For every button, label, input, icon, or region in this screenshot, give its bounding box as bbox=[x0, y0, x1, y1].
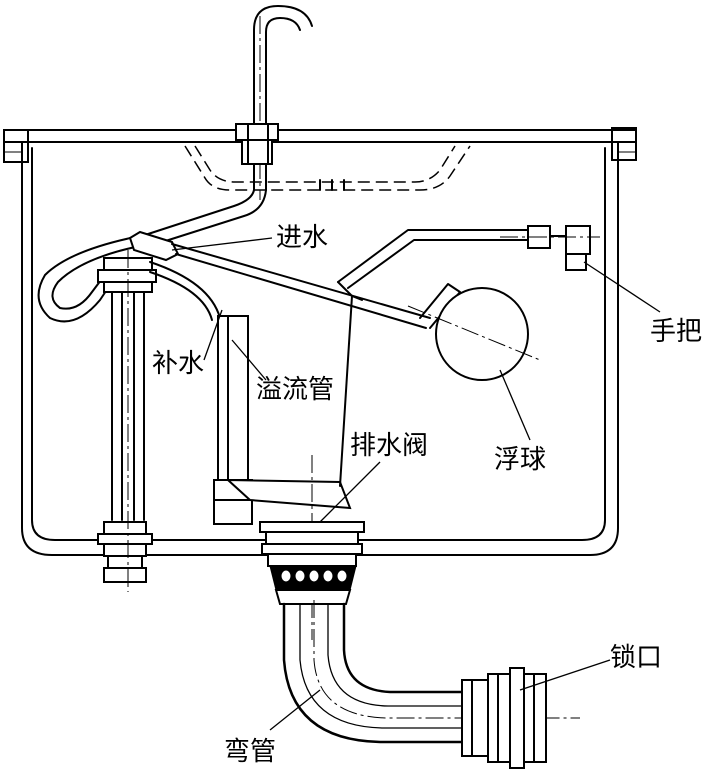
float-lever bbox=[171, 243, 431, 329]
label-handle: 手把 bbox=[650, 317, 702, 347]
label-lock-nut: 锁口 bbox=[610, 643, 662, 673]
label-overflow-pipe: 溢流管 bbox=[256, 375, 334, 405]
leader-drain-valve bbox=[319, 461, 381, 523]
leader-bend-pipe bbox=[269, 689, 321, 731]
leader-refill bbox=[203, 309, 223, 361]
lock-nut bbox=[461, 667, 547, 769]
label-inlet: 进水 bbox=[276, 223, 328, 253]
leader-overflow bbox=[231, 339, 267, 381]
float-ball bbox=[407, 283, 541, 381]
leader-lock-nut bbox=[519, 659, 611, 691]
hidden-lines bbox=[184, 145, 471, 191]
label-refill: 补水 bbox=[152, 349, 204, 379]
inlet-nut bbox=[235, 123, 279, 165]
refill-tube bbox=[149, 261, 221, 321]
inlet-valve-connector bbox=[128, 230, 180, 262]
tank-rim bbox=[3, 127, 637, 163]
leader-lines bbox=[171, 237, 661, 731]
fill-valve bbox=[97, 250, 157, 592]
label-bend-pipe: 弯管 bbox=[224, 737, 276, 767]
leader-inlet bbox=[171, 237, 273, 251]
handle-lever bbox=[337, 225, 600, 289]
refill-loop bbox=[37, 235, 141, 323]
bend-pipe bbox=[282, 600, 580, 744]
leader-handle bbox=[583, 261, 661, 313]
labels: 进水 补水 溢流管 排水阀 浮球 手把 锁口 弯管 bbox=[152, 223, 702, 767]
label-float-ball: 浮球 bbox=[494, 445, 546, 475]
leader-float bbox=[499, 369, 531, 441]
drain-valve-seat bbox=[259, 521, 365, 605]
label-drain-valve: 排水阀 bbox=[350, 431, 428, 461]
inlet-pipe bbox=[144, 5, 313, 245]
